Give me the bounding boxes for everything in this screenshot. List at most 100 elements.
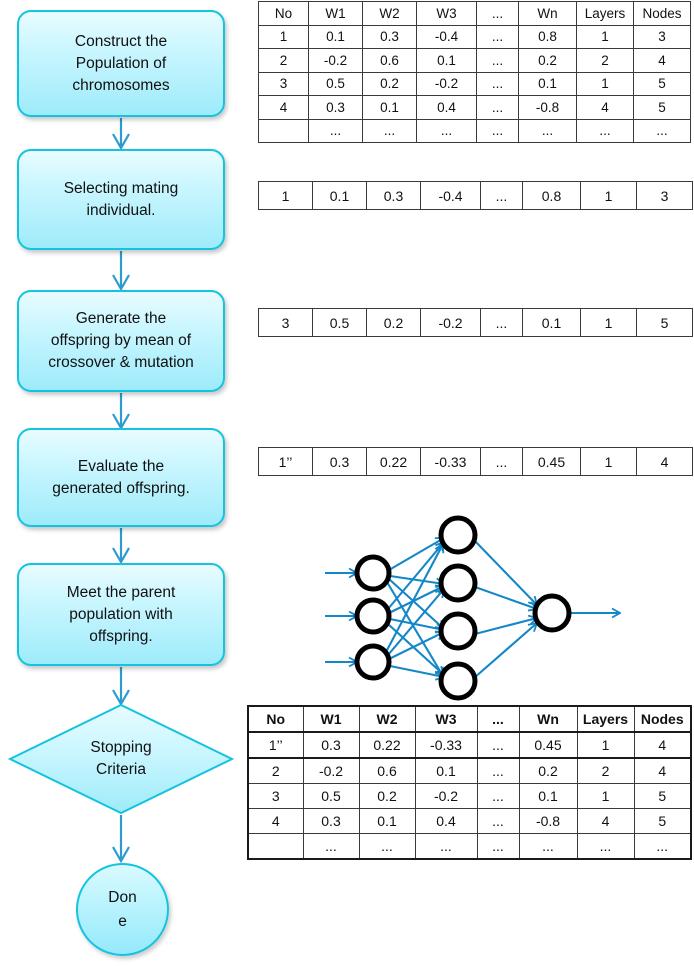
cell: 0.3 [362, 24, 417, 49]
th-no: No [258, 1, 309, 26]
table-row: 2 -0.2 0.6 0.1 ... 0.2 2 4 [247, 757, 692, 784]
flow-node-construct-population-label: Construct the Population of chromosomes [27, 31, 215, 97]
cell: ... [633, 118, 691, 143]
cell: 3 [247, 783, 304, 809]
cell: 4 [633, 48, 691, 73]
cell: 4 [633, 757, 692, 784]
cell: 1’’ [247, 731, 304, 759]
cell: 1 [258, 181, 313, 210]
cell: ... [476, 833, 520, 860]
cell: ... [476, 71, 519, 96]
table-row: 1 0.1 0.3 -0.4 ... 0.8 1 3 [258, 181, 693, 210]
cell: 0.1 [416, 48, 477, 73]
th-no: No [247, 705, 304, 733]
cell [258, 118, 309, 143]
cell: -0.2 [308, 48, 363, 73]
cell: 0.3 [312, 447, 367, 476]
cell: 1 [576, 24, 634, 49]
nn-hidden-node-2 [438, 563, 478, 603]
line-1: Meet the parent [66, 583, 176, 601]
cell: ... [476, 95, 519, 120]
cell: 0.22 [358, 731, 416, 759]
cell: 5 [633, 71, 691, 96]
cell: 4 [258, 95, 309, 120]
diamond-shape [8, 703, 234, 815]
cell: 0.22 [366, 447, 421, 476]
cell: 5 [633, 783, 692, 809]
flow-node-construct-population[interactable]: Construct the Population of chromosomes [17, 10, 225, 117]
th-ell: ... [476, 1, 519, 26]
cell: -0.33 [414, 731, 478, 759]
cell: 1 [580, 447, 637, 476]
cell: 1 [576, 731, 635, 759]
line-2: offspring by mean of [50, 332, 192, 349]
flow-node-selecting-mating-label: Selecting mating individual. [27, 178, 215, 222]
cell: 0.45 [522, 447, 581, 476]
table-row: 3 0.5 0.2 -0.2 ... 0.1 1 5 [258, 71, 691, 96]
table-row: 1 0.1 0.3 -0.4 ... 0.8 1 3 [258, 24, 691, 49]
cell: 0.3 [302, 731, 360, 759]
cell: 1 [580, 308, 637, 337]
line-3: chromosomes [72, 76, 170, 94]
cell: 0.3 [302, 808, 360, 834]
flow-node-stopping-criteria-label: Stopping Criteria [90, 737, 151, 782]
th-layers: Layers [576, 1, 634, 26]
line-2: population with [69, 605, 173, 623]
cell: 0.5 [308, 71, 363, 96]
cell: 0.3 [308, 95, 363, 120]
line-2: generated offspring. [52, 479, 190, 497]
table-row-header: No W1 W2 W3 ... Wn Layers Nodes [258, 1, 691, 26]
flow-node-stopping-criteria[interactable]: Stopping Criteria [8, 703, 234, 815]
cell: -0.2 [414, 783, 478, 809]
cell: 5 [633, 95, 691, 120]
cell: 0.8 [522, 181, 581, 210]
table-row: ... ... ... ... ... ... ... [258, 118, 691, 143]
table-row: 1’’ 0.3 0.22 -0.33 ... 0.45 1 4 [247, 731, 692, 759]
flow-node-evaluate-offspring[interactable]: Evaluate the generated offspring. [17, 428, 225, 527]
line-2: individual. [86, 201, 156, 219]
cell: 1 [580, 181, 637, 210]
th-wn: Wn [518, 1, 577, 26]
cell: ... [476, 731, 520, 759]
th-w1: W1 [302, 705, 360, 733]
cell: 0.2 [358, 783, 416, 809]
cell: 0.1 [522, 308, 581, 337]
cell: ... [308, 118, 363, 143]
cell: 0.2 [518, 48, 577, 73]
cell: 0.5 [302, 783, 360, 809]
cell: 2 [576, 757, 635, 784]
cell: 1 [576, 783, 635, 809]
cell: ... [518, 118, 577, 143]
cell: 0.6 [358, 757, 416, 784]
table-row: 4 0.3 0.1 0.4 ... -0.8 4 5 [258, 95, 691, 120]
cell: 4 [576, 808, 635, 834]
flow-node-meet-parent[interactable]: Meet the parent population with offsprin… [17, 563, 225, 666]
nn-input-node-3 [354, 643, 392, 681]
cell: 3 [258, 71, 309, 96]
cell: ... [476, 757, 520, 784]
cell: 3 [636, 181, 693, 210]
flow-node-done-label: Don e [108, 886, 136, 933]
cell: -0.2 [416, 71, 477, 96]
cell [247, 833, 304, 860]
cell: ... [518, 833, 578, 860]
flow-node-done[interactable]: Don e [76, 863, 169, 956]
flow-node-generate-offspring-label: Generate the offspring by mean of crosso… [27, 308, 215, 374]
cell: 5 [633, 808, 692, 834]
cell: ... [362, 118, 417, 143]
flow-node-generate-offspring[interactable]: Generate the offspring by mean of crosso… [17, 290, 225, 392]
cell: 0.1 [308, 24, 363, 49]
line-3: offspring. [89, 627, 153, 645]
line-3: crossover & mutation [48, 354, 194, 371]
cell: 0.4 [416, 95, 477, 120]
cell: 0.4 [414, 808, 478, 834]
nn-input-node-2 [354, 597, 392, 635]
line-2: e [118, 912, 127, 930]
cell: 0.1 [518, 783, 578, 809]
th-nodes: Nodes [633, 705, 692, 733]
cell: ... [633, 833, 692, 860]
flow-node-selecting-mating[interactable]: Selecting mating individual. [17, 149, 225, 250]
th-w2: W2 [358, 705, 416, 733]
cell: 1 [576, 71, 634, 96]
